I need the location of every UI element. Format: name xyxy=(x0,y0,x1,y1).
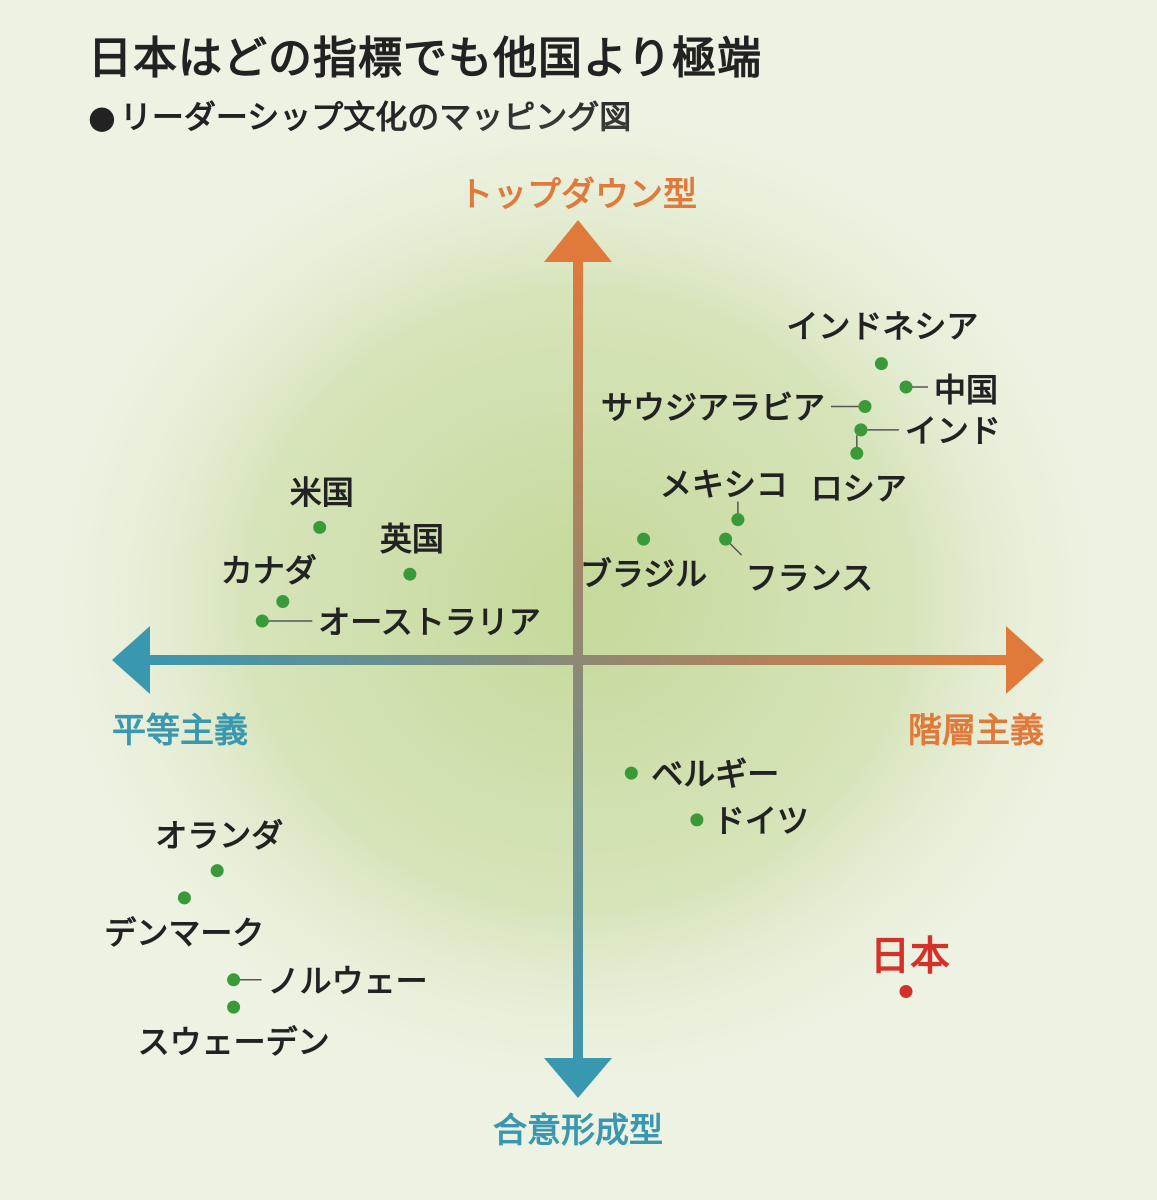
y-axis-bottom-arrow xyxy=(544,1058,612,1098)
data-point xyxy=(850,446,864,460)
data-point xyxy=(858,400,872,413)
point-label: スウェーデン xyxy=(138,1023,330,1061)
data-point xyxy=(255,614,269,628)
y-axis xyxy=(573,250,583,1070)
data-point xyxy=(899,985,913,998)
point-label: オランダ xyxy=(155,817,283,855)
point-label: インド xyxy=(905,412,1001,450)
point-label: ベルギー xyxy=(651,755,779,793)
data-point xyxy=(313,520,327,534)
axis-label-left: 平等主義 xyxy=(112,711,248,751)
point-label: インドネシア xyxy=(786,308,978,346)
x-axis-left-arrow xyxy=(112,626,150,694)
data-point xyxy=(227,973,241,987)
data-point xyxy=(276,595,290,608)
point-label: オーストラリア xyxy=(318,603,540,641)
axis-label-right: 階層主義 xyxy=(908,711,1044,751)
data-point xyxy=(899,380,913,394)
chart-title: 日本はどの指標でも他国より極端 xyxy=(88,33,763,84)
point-label: デンマーク xyxy=(104,914,264,952)
point-label: ドイツ xyxy=(713,802,809,840)
point-label: 英国 xyxy=(380,520,444,558)
data-point xyxy=(210,864,224,878)
axis-label-bottom: 合意形成型 xyxy=(493,1111,663,1151)
point-label: カナダ xyxy=(221,552,317,590)
data-point xyxy=(624,766,638,780)
point-label: ノルウェー xyxy=(268,962,428,1000)
point-label: メキシコ xyxy=(660,466,788,504)
data-point xyxy=(177,891,191,905)
data-point xyxy=(227,1000,241,1014)
bullet-icon: ● xyxy=(88,98,116,136)
point-label: 米国 xyxy=(290,473,354,511)
point-label: サウジアラビア xyxy=(601,389,825,427)
data-point xyxy=(731,513,745,527)
point-label: ブラジル xyxy=(580,555,707,593)
point-label: 中国 xyxy=(934,371,998,409)
y-axis-top-arrow xyxy=(544,220,612,262)
data-point xyxy=(719,532,733,546)
data-point xyxy=(854,423,868,437)
data-point xyxy=(690,813,704,827)
data-point xyxy=(874,357,888,371)
axis-label-top: トップダウン型 xyxy=(459,175,697,215)
leader-line xyxy=(729,542,743,556)
data-point xyxy=(637,532,651,546)
point-label: ロシア xyxy=(811,469,907,507)
x-axis-right-arrow xyxy=(1006,626,1044,694)
point-label: フランス xyxy=(746,559,873,597)
data-point xyxy=(403,567,417,581)
point-label: 日本 xyxy=(870,934,950,980)
